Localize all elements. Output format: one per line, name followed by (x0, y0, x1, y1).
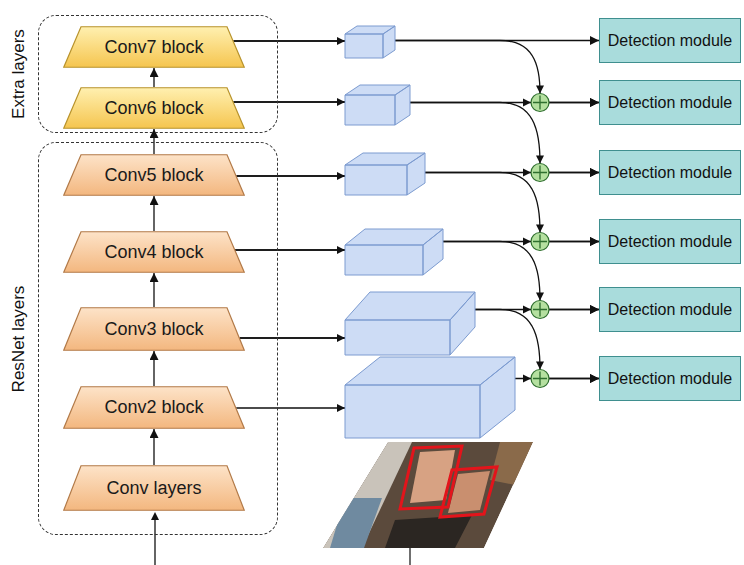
trapezoid-outline (64, 232, 245, 273)
arrowhead (523, 169, 531, 177)
block-label: Conv4 block (104, 242, 203, 263)
block-label: Conv3 block (104, 319, 203, 340)
arrowhead (536, 86, 544, 94)
arrowhead (337, 37, 345, 45)
module-label: Detection module (608, 370, 733, 388)
photo (323, 442, 533, 548)
arrowhead (523, 306, 531, 314)
arrowhead (523, 375, 531, 383)
photo-region (330, 498, 382, 548)
module-label: Detection module (608, 164, 733, 182)
feature-map (345, 85, 410, 125)
arrowhead (523, 99, 531, 107)
arrowhead (536, 293, 544, 301)
arrowhead (337, 246, 345, 254)
conv-block: Conv layers (63, 465, 245, 511)
trapezoid-outline (64, 27, 245, 68)
detection-module: Detection module (599, 80, 741, 125)
module-label: Detection module (608, 301, 733, 319)
trapezoid-outline (64, 155, 245, 196)
arrowhead (536, 225, 544, 233)
module-label: Detection module (608, 233, 733, 251)
module-label: Detection module (608, 32, 733, 50)
conv-block: Conv6 block (63, 87, 245, 129)
connector-arrow (153, 196, 154, 231)
arrowhead (337, 172, 345, 180)
arrowhead (523, 238, 531, 246)
connector-arrow (153, 273, 154, 307)
connector-arrow (233, 41, 599, 103)
conv-block: Conv2 block (63, 386, 245, 429)
conv-block: Conv5 block (63, 154, 245, 196)
plus-sign (533, 96, 547, 386)
block-label: Conv layers (106, 478, 201, 499)
trapezoid-outline (64, 387, 245, 429)
arrowhead (337, 404, 345, 412)
block-label: Conv6 block (104, 98, 203, 119)
photo-region (385, 515, 472, 548)
connector-arrow (153, 68, 154, 87)
arrowhead (536, 362, 544, 370)
face (410, 450, 455, 503)
group-label: ResNet layers (9, 285, 29, 392)
feature-map (345, 153, 425, 195)
output-line (409, 548, 410, 565)
block-label: Conv5 block (104, 165, 203, 186)
trapezoid-outline (64, 466, 245, 511)
face-box (400, 446, 462, 509)
feature-map (345, 292, 475, 355)
conv-block: Conv4 block (63, 231, 245, 273)
conv-block: Conv3 block (63, 307, 245, 351)
connector-arrow (153, 351, 154, 386)
input-line (154, 520, 155, 565)
detection-module: Detection module (599, 219, 741, 264)
detection-module: Detection module (599, 18, 741, 63)
block-label: Conv7 block (104, 37, 203, 58)
feature-map (345, 26, 395, 58)
module-label: Detection module (608, 94, 733, 112)
trapezoid-outline (64, 308, 245, 351)
detection-module: Detection module (599, 150, 741, 195)
arrowhead (337, 98, 345, 106)
photo-region (490, 442, 533, 485)
face-box (440, 467, 497, 517)
conv-block: Conv7 block (63, 26, 245, 68)
feature-map (345, 357, 515, 438)
feature-map (345, 229, 443, 275)
detection-module: Detection module (599, 287, 741, 332)
connector-arrow (153, 429, 154, 465)
detection-module: Detection module (599, 356, 741, 401)
trapezoid-outline (64, 88, 245, 129)
arrowhead (337, 334, 345, 342)
block-label: Conv2 block (104, 397, 203, 418)
arrowhead (536, 156, 544, 164)
arrowhead (151, 512, 159, 520)
group-label: Extra layers (9, 29, 29, 119)
layer-group: ResNet layersConv5 blockConv4 blockConv3… (38, 142, 278, 535)
layer-group: Extra layersConv7 blockConv6 block (38, 15, 278, 133)
